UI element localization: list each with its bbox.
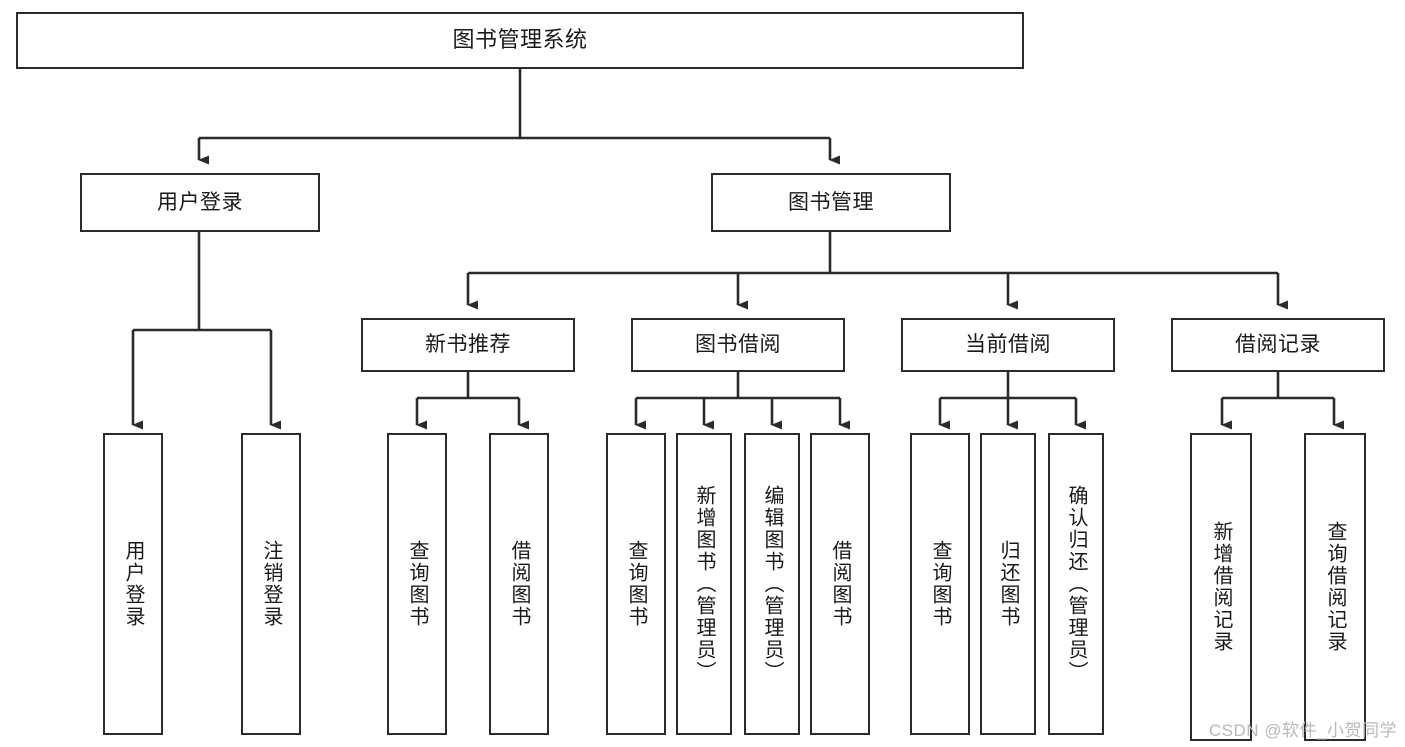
node-label: 当前借阅 bbox=[965, 333, 1051, 357]
node-current-borrow[interactable]: 当前借阅 bbox=[901, 318, 1115, 372]
node-label: 编辑图书（管理员） bbox=[761, 485, 783, 683]
node-label: 借阅图书 bbox=[829, 540, 851, 628]
node-label: 图书借阅 bbox=[695, 333, 781, 357]
node-leaf-user-logout[interactable]: 注销登录 bbox=[241, 433, 301, 735]
node-label: 借阅记录 bbox=[1235, 333, 1321, 357]
node-label: 查询借阅记录 bbox=[1324, 521, 1346, 653]
node-leaf-user-login[interactable]: 用户登录 bbox=[103, 433, 163, 735]
node-leaf-borrow-book-1[interactable]: 借阅图书 bbox=[489, 433, 549, 735]
node-label: 归还图书 bbox=[997, 540, 1019, 628]
node-label: 用户登录 bbox=[157, 190, 243, 214]
node-leaf-confirm-return[interactable]: 确认归还（管理员） bbox=[1048, 433, 1104, 735]
node-borrow-record[interactable]: 借阅记录 bbox=[1171, 318, 1385, 372]
node-label: 确认归还（管理员） bbox=[1065, 485, 1087, 683]
node-leaf-edit-book[interactable]: 编辑图书（管理员） bbox=[744, 433, 800, 735]
node-label: 查询图书 bbox=[929, 540, 951, 628]
node-label: 借阅图书 bbox=[508, 540, 530, 628]
node-label: 图书管理 bbox=[788, 190, 874, 214]
node-book-management[interactable]: 图书管理 bbox=[711, 173, 951, 232]
node-leaf-query-book-1[interactable]: 查询图书 bbox=[387, 433, 447, 735]
node-label: 新增借阅记录 bbox=[1210, 521, 1232, 653]
node-new-book-recommend[interactable]: 新书推荐 bbox=[361, 318, 575, 372]
node-label: 查询图书 bbox=[625, 540, 647, 628]
node-label: 图书管理系统 bbox=[452, 27, 588, 53]
node-root-system[interactable]: 图书管理系统 bbox=[16, 12, 1024, 69]
node-leaf-add-record[interactable]: 新增借阅记录 bbox=[1190, 433, 1252, 741]
node-leaf-return-book[interactable]: 归还图书 bbox=[980, 433, 1036, 735]
node-leaf-query-book-2[interactable]: 查询图书 bbox=[606, 433, 666, 735]
node-label: 新书推荐 bbox=[425, 333, 511, 357]
node-label: 用户登录 bbox=[122, 540, 144, 628]
node-leaf-query-book-3[interactable]: 查询图书 bbox=[910, 433, 970, 735]
node-label: 新增图书（管理员） bbox=[693, 485, 715, 683]
node-label: 注销登录 bbox=[260, 540, 282, 628]
node-book-borrow[interactable]: 图书借阅 bbox=[631, 318, 845, 372]
node-user-login[interactable]: 用户登录 bbox=[80, 173, 320, 232]
node-label: 查询图书 bbox=[406, 540, 428, 628]
node-leaf-borrow-book-2[interactable]: 借阅图书 bbox=[810, 433, 870, 735]
node-leaf-add-book[interactable]: 新增图书（管理员） bbox=[676, 433, 732, 735]
node-leaf-query-record[interactable]: 查询借阅记录 bbox=[1304, 433, 1366, 741]
